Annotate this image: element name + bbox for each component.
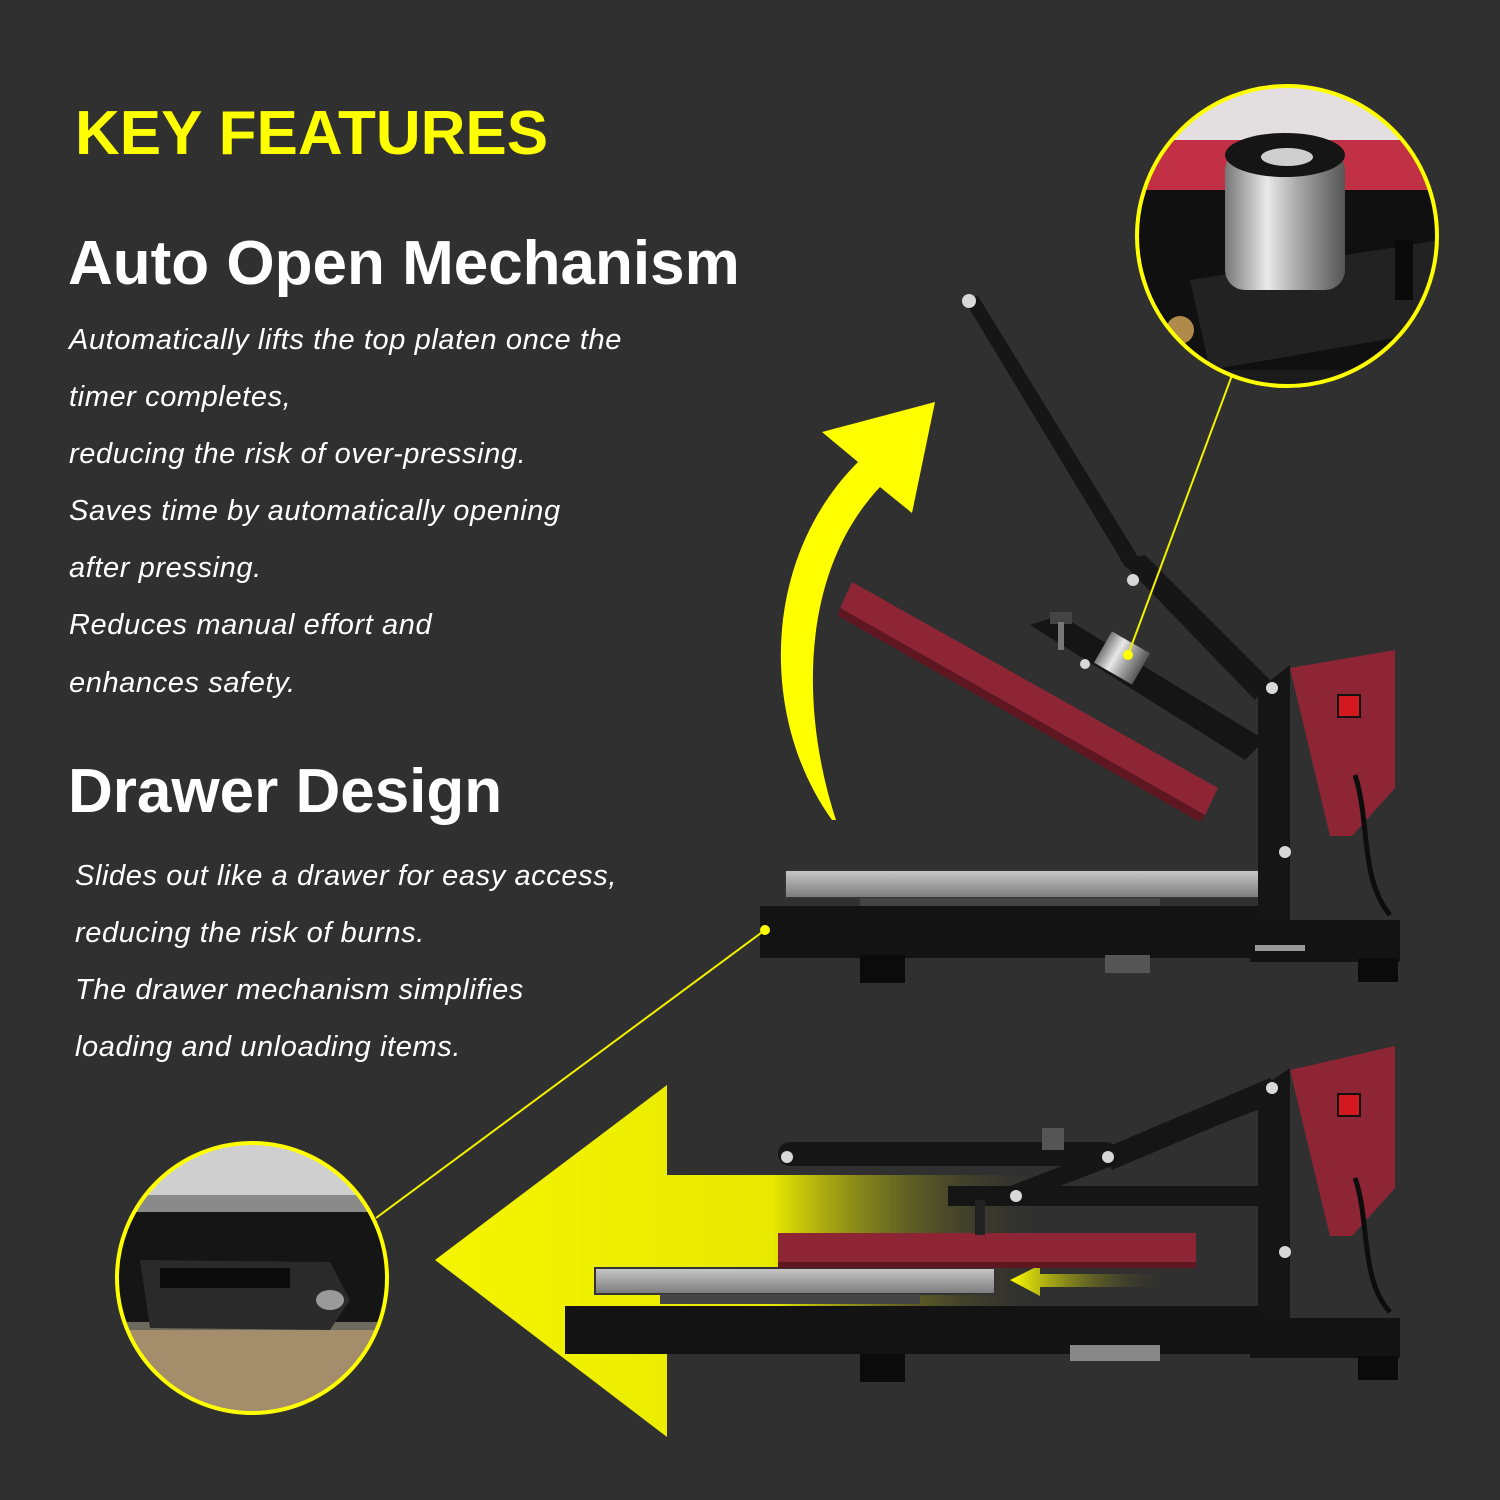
- feature-line: Saves time by automatically opening: [69, 495, 561, 528]
- feature-line: enhances safety.: [69, 666, 296, 699]
- section-title-drawer: Drawer Design: [68, 757, 503, 826]
- section-body-drawer: Slides out like a drawer for easy access…: [75, 848, 617, 1076]
- feature-line: timer completes,: [69, 381, 292, 414]
- page-heading: KEY FEATURES: [75, 99, 549, 168]
- open-direction-arrow: [780, 402, 935, 820]
- heat-press-open: [760, 294, 1400, 983]
- drawer-small-arrow: [1010, 1265, 1170, 1296]
- feature-line: after pressing.: [69, 552, 262, 585]
- feature-line: reducing the risk of burns.: [75, 917, 425, 950]
- drawer-handle-detail-circle: [117, 1143, 387, 1413]
- feature-line: Slides out like a drawer for easy access…: [75, 860, 617, 892]
- feature-line: The drawer mechanism simplifies: [75, 974, 524, 1007]
- heat-press-drawer-out: [565, 1046, 1400, 1382]
- callout-line-bottom: [375, 929, 766, 1219]
- feature-line: Reduces manual effort and: [69, 609, 433, 642]
- section-title-auto-open: Auto Open Mechanism: [68, 229, 740, 298]
- feature-line: reducing the risk of over-pressing.: [69, 438, 527, 471]
- callout-line-top: [1127, 369, 1235, 656]
- magnet-detail-circle: [1137, 86, 1437, 386]
- section-body-auto-open: Automatically lifts the top platen once …: [69, 312, 622, 712]
- feature-line: Automatically lifts the top platen once …: [69, 324, 622, 356]
- feature-line: loading and unloading items.: [75, 1031, 462, 1064]
